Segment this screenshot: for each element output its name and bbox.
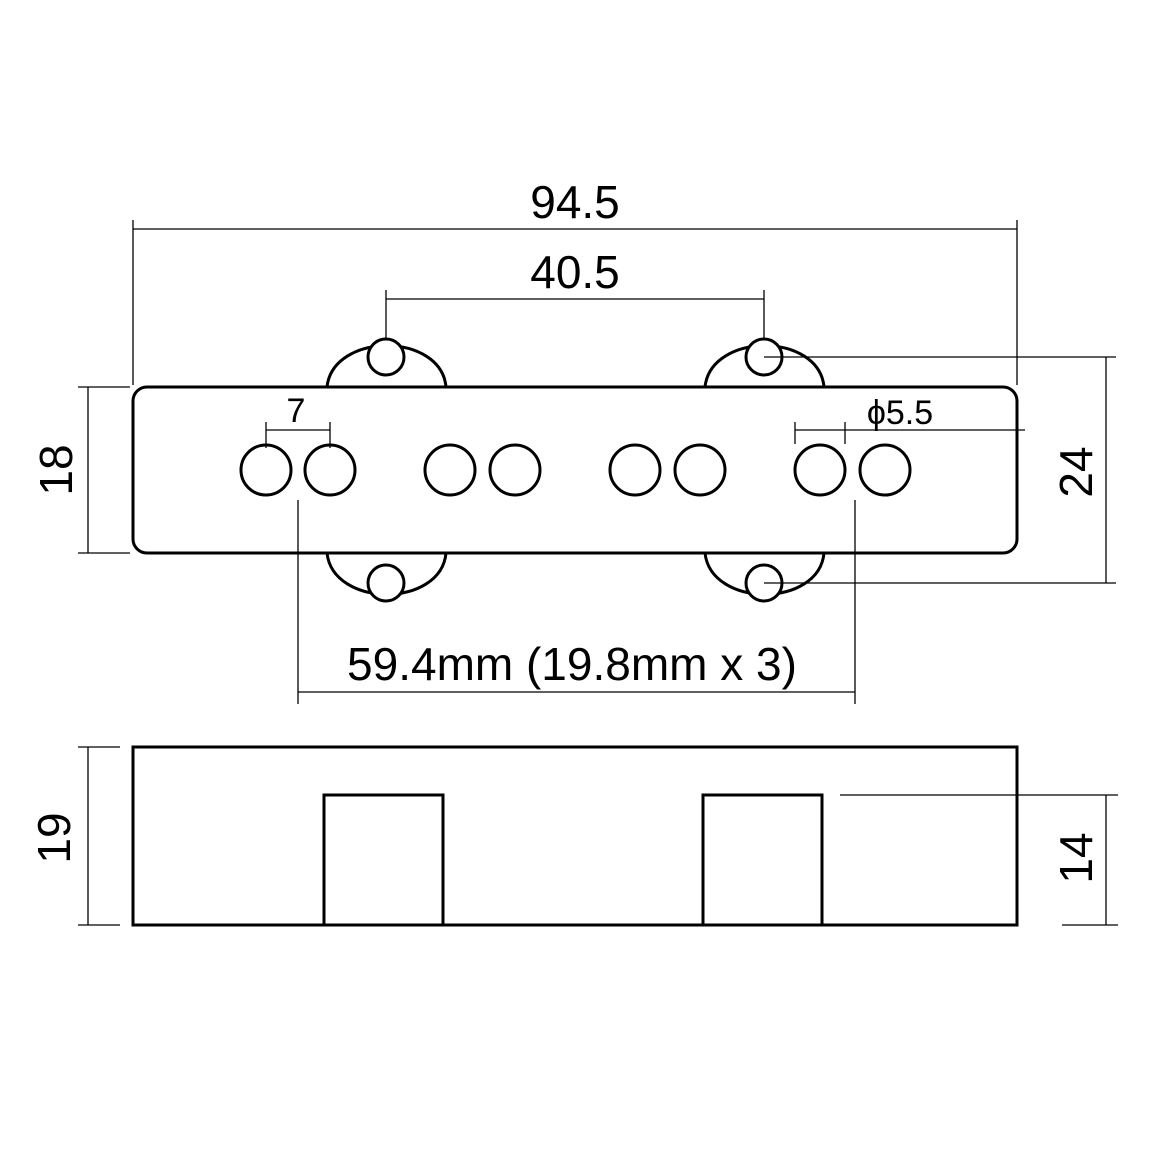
top-view bbox=[131, 337, 1019, 603]
pickup-body-top bbox=[131, 385, 1019, 555]
pole-piece bbox=[239, 443, 293, 497]
pole-piece bbox=[488, 443, 542, 497]
mounting-leg-right bbox=[701, 793, 824, 927]
pole-piece bbox=[673, 443, 727, 497]
mounting-leg-left bbox=[322, 793, 445, 927]
leg-height-label: 14 bbox=[1050, 832, 1102, 883]
dimension-lines-top bbox=[78, 220, 1116, 704]
pole-piece bbox=[858, 443, 912, 497]
pole-piece bbox=[608, 443, 662, 497]
overall-length-label: 94.5 bbox=[530, 176, 620, 228]
side-view bbox=[131, 745, 1019, 927]
mounting-hole-top-left bbox=[366, 337, 406, 377]
body-width-label: 18 bbox=[30, 444, 82, 495]
pole-span-label: 59.4mm (19.8mm x 3) bbox=[347, 638, 797, 690]
hole-spacing-label: 40.5 bbox=[530, 246, 620, 298]
dimension-lines-side bbox=[78, 746, 1118, 926]
pickup-body-side bbox=[131, 745, 1019, 927]
overall-width-label: 24 bbox=[1050, 446, 1102, 497]
pole-spacing-label: 7 bbox=[287, 392, 306, 430]
pole-piece bbox=[303, 443, 357, 497]
pole-piece bbox=[793, 443, 847, 497]
mounting-hole-bottom-left bbox=[366, 563, 406, 603]
pole-piece bbox=[423, 443, 477, 497]
body-height-label: 19 bbox=[28, 812, 80, 863]
pole-diameter-label: ϕ5.5 bbox=[867, 394, 933, 432]
